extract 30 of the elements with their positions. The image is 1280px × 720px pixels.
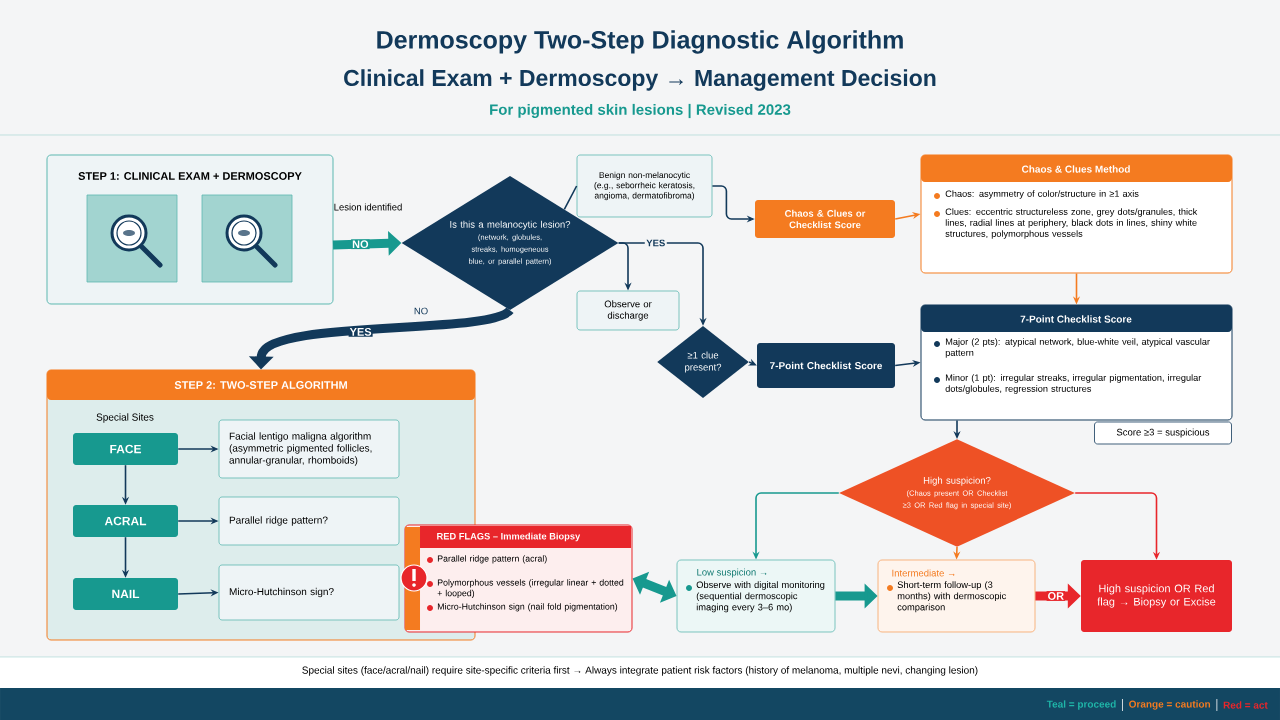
subtitle: Clinical Exam + Dermoscopy → Management Decision xyxy=(344,69,936,91)
criteria-card: Chaos & Clues Method Chaos: asymmetry of color/structure in ≥1 axis Clues: eccentric structureless zone, grey dots/granules, thick lines, radial lines at periphery, black dots in lines, shiny white structures, polymorphous vessels xyxy=(920,154,1233,274)
edge-label: YES xyxy=(644,238,667,248)
process-box: Chaos & Clues or Checklist Score xyxy=(755,200,895,238)
result-box: Observe or discharge xyxy=(576,290,680,331)
title: Dermoscopy Two-Step Diagnostic Algorithm xyxy=(377,30,903,54)
edge-label: YES xyxy=(348,327,373,337)
edge-label: OR xyxy=(1046,591,1066,601)
tagline: For pigmented skin lesions | Revised 2023 xyxy=(490,103,791,119)
edge-note: Lesion identified xyxy=(334,203,402,211)
result-box: Benign non-melanocytic (e.g., seborrheic keratosis, angioma, dermatofibroma) xyxy=(576,154,713,218)
site-box: NAIL xyxy=(73,578,178,610)
legend-item: Orange = caution xyxy=(1129,700,1211,710)
process-box: 7-Point Checklist Score xyxy=(757,343,895,388)
warning-card: RED FLAGS – Immediate Biopsy Parallel ridge pattern (acral) Polymorphous vessels (irregular linear + dotted + looped) Micro-Hutchinson sign (nail fold pigmentation) xyxy=(404,524,633,633)
legend-item: Red = act xyxy=(1223,701,1268,709)
criteria-box: Micro-Hutchinson sign? xyxy=(218,564,400,621)
score-tag: Score ≥3 = suspicious xyxy=(1094,421,1232,445)
criteria-box: Facial lentigo maligna algorithm (asymmetric pigmented follicles, annular-granular, rhomboids) xyxy=(218,419,400,479)
site-box: FACE xyxy=(73,433,178,465)
edge-note: NO xyxy=(414,307,428,315)
legend-item: Teal = proceed xyxy=(1046,700,1116,710)
outcome-box: High suspicion OR Red flag → Biopsy or Excise xyxy=(1081,560,1232,632)
footer-note: Special sites (face/acral/nail) require site-specific criteria first → Always integrate patient risk factors (history of melanoma, multiple nevi, changing lesion) xyxy=(302,666,978,676)
criteria-box: Parallel ridge pattern? xyxy=(218,496,400,546)
outcome-box: Intermediate → Short-term follow-up (3 months) with dermoscopic comparison xyxy=(877,559,1036,633)
edge-label: NO xyxy=(351,239,370,250)
criteria-card: 7-Point Checklist Score Major (2 pts): atypical network, blue-white veil, atypical vascular pattern Minor (1 pt): irregular streaks, irregular pigmentation, irregular dots/globules, regression structures xyxy=(920,304,1233,421)
site-box: ACRAL xyxy=(73,505,178,537)
outcome-box: Low suspicion → Observe with digital monitoring (sequential dermoscopic imaging every 3–6 mo) xyxy=(676,559,836,633)
